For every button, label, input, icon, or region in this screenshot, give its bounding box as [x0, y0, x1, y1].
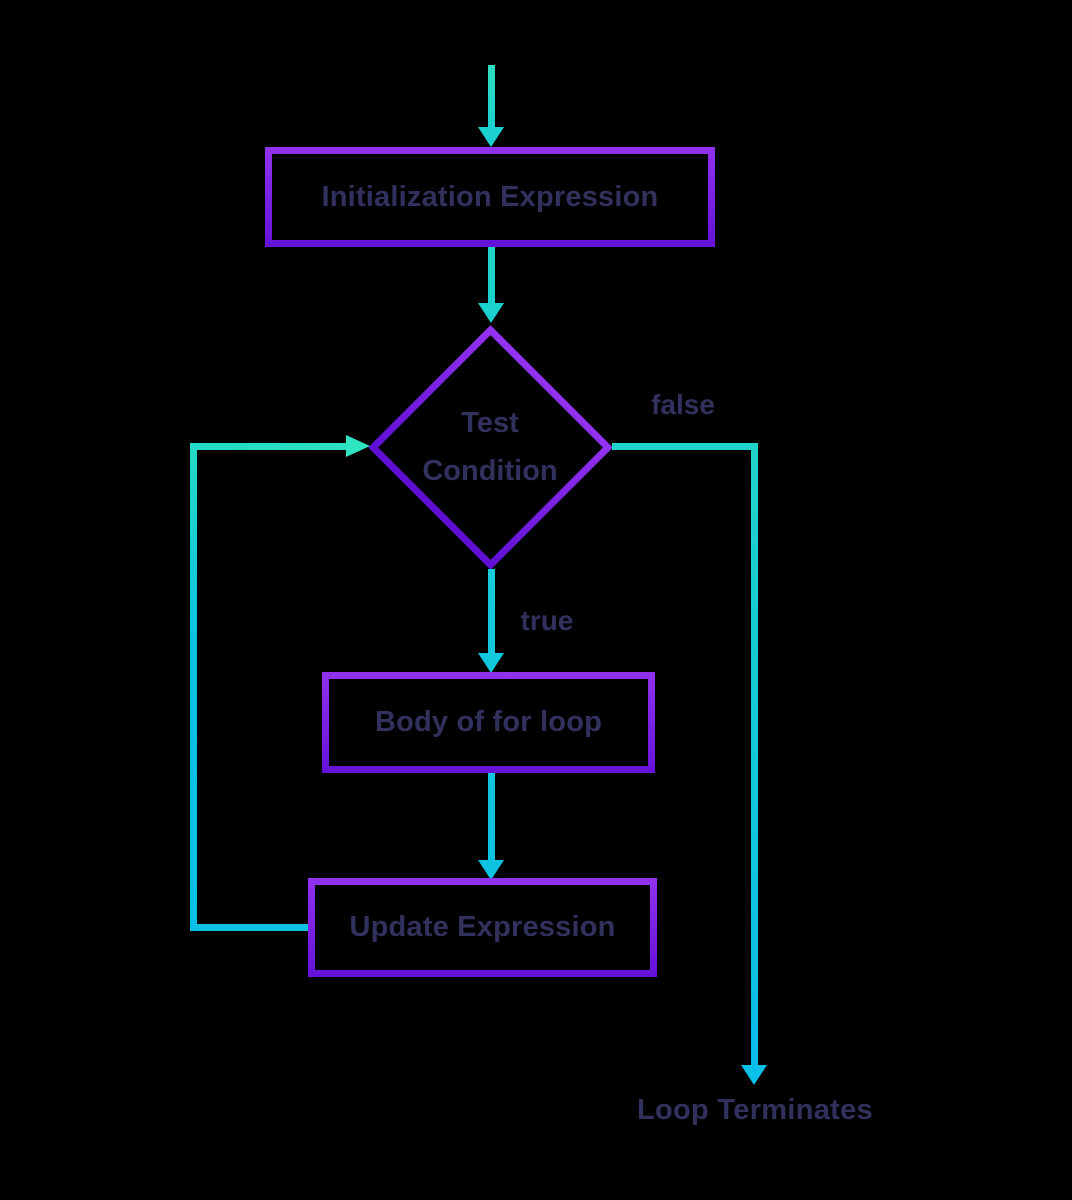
node-update-expression: Update Expression: [308, 878, 657, 977]
edge-false-label: false: [651, 389, 715, 420]
loop-terminates-label: Loop Terminates: [637, 1094, 873, 1126]
node-test-condition-label: Test Condition: [422, 407, 558, 487]
node-body-of-for-loop: Body of for loop: [322, 672, 655, 773]
edge-init-to-test-line: [488, 247, 495, 303]
arrowhead-true-icon: [478, 653, 504, 673]
node-initialization-label: Initialization Expression: [321, 180, 659, 213]
edge-false-vertical-line: [751, 443, 758, 1065]
node-initialization-expression: Initialization Expression: [265, 147, 715, 247]
arrowhead-terminate-icon: [741, 1065, 767, 1085]
arrowhead-init-to-test-icon: [478, 303, 504, 323]
edge-loopback-bottom-line: [190, 924, 308, 931]
edge-true-line: [488, 569, 495, 653]
edge-true-label: true: [520, 605, 574, 636]
edge-false-horizontal-line: [612, 443, 758, 450]
arrowhead-body-to-update-icon: [478, 860, 504, 880]
node-initialization-fill: Initialization Expression: [272, 154, 708, 240]
node-body-label: Body of for loop: [374, 706, 603, 738]
node-body-fill: Body of for loop: [329, 679, 648, 766]
edge-body-to-update-line: [488, 773, 495, 860]
node-update-label: Update Expression: [349, 911, 616, 943]
arrowhead-entry-icon: [478, 127, 504, 147]
node-update-fill: Update Expression: [315, 885, 650, 970]
arrowhead-loopback-icon: [346, 435, 370, 457]
edge-entry-line: [488, 65, 495, 127]
edge-loopback-vertical-line: [190, 443, 197, 931]
edge-loopback-top-line: [190, 443, 346, 450]
